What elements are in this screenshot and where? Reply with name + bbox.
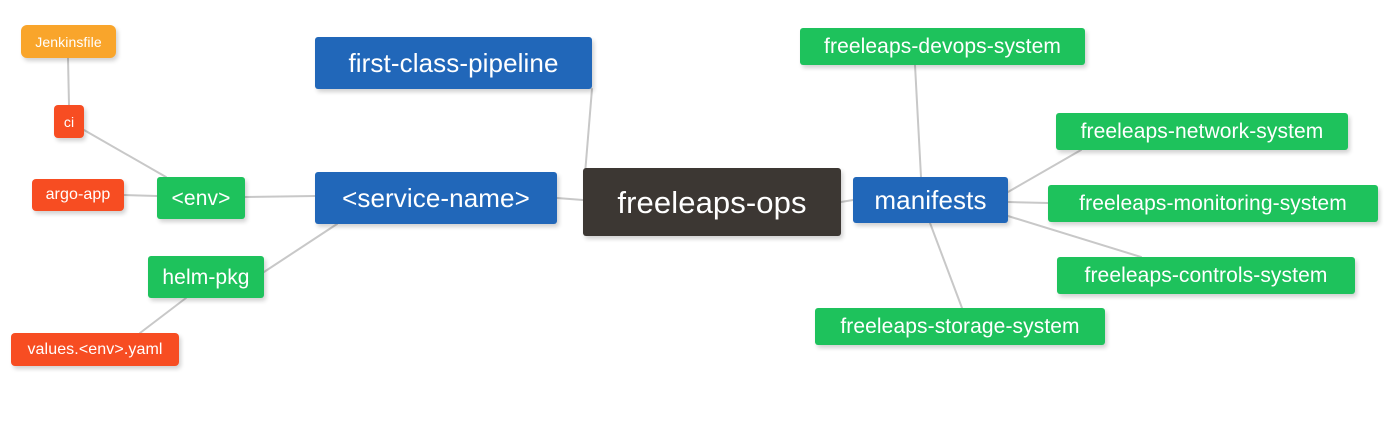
node-values-env-yaml[interactable]: values.<env>.yaml [11, 333, 179, 366]
node-manifests[interactable]: manifests [853, 177, 1008, 223]
node-argo-app[interactable]: argo-app [32, 179, 124, 211]
node-label-freeleaps-storage-system: freeleaps-storage-system [840, 315, 1080, 338]
edge-helm-pkg-to-values-env-yaml [139, 297, 187, 334]
node-ci[interactable]: ci [54, 105, 84, 138]
edge-ci-to-jenkinsfile [67, 57, 70, 106]
node-env[interactable]: <env> [157, 177, 245, 219]
edge-manifests-to-freeleaps-storage-system [929, 222, 963, 309]
node-label-freeleaps-devops-system: freeleaps-devops-system [824, 35, 1061, 58]
edge-service-name-to-env [244, 195, 316, 198]
node-first-class-pipeline[interactable]: first-class-pipeline [315, 37, 592, 89]
node-freeleaps-ops[interactable]: freeleaps-ops [583, 168, 841, 236]
node-label-freeleaps-monitoring-system: freeleaps-monitoring-system [1079, 192, 1347, 215]
node-label-service-name: <service-name> [342, 183, 530, 213]
node-label-ci: ci [63, 113, 75, 130]
edge-manifests-to-freeleaps-controls-system [1007, 215, 1142, 258]
node-freeleaps-network-system[interactable]: freeleaps-network-system [1056, 113, 1348, 150]
edge-freeleaps-ops-to-first-class-pipeline [584, 88, 593, 175]
node-label-manifests: manifests [874, 185, 987, 215]
node-label-argo-app: argo-app [45, 186, 111, 203]
node-label-jenkinsfile: Jenkinsfile [35, 33, 102, 50]
node-label-helm-pkg: helm-pkg [162, 265, 250, 289]
edge-env-to-argo-app [123, 194, 158, 197]
node-label-values-env-yaml: values.<env>.yaml [27, 340, 163, 358]
node-jenkinsfile[interactable]: Jenkinsfile [21, 25, 116, 58]
node-freeleaps-devops-system[interactable]: freeleaps-devops-system [800, 28, 1085, 65]
node-service-name[interactable]: <service-name> [315, 172, 557, 224]
node-freeleaps-monitoring-system[interactable]: freeleaps-monitoring-system [1048, 185, 1378, 222]
node-freeleaps-storage-system[interactable]: freeleaps-storage-system [815, 308, 1105, 345]
node-label-env: <env> [171, 186, 231, 210]
edge-manifests-to-freeleaps-monitoring-system [1007, 201, 1049, 204]
edge-freeleaps-ops-to-manifests [840, 199, 854, 203]
edge-manifests-to-freeleaps-devops-system [914, 64, 922, 178]
node-label-freeleaps-controls-system: freeleaps-controls-system [1084, 264, 1328, 287]
node-helm-pkg[interactable]: helm-pkg [148, 256, 264, 298]
node-freeleaps-controls-system[interactable]: freeleaps-controls-system [1057, 257, 1355, 294]
node-label-freeleaps-ops: freeleaps-ops [617, 184, 807, 220]
edge-env-to-ci [83, 129, 167, 178]
edge-service-name-to-helm-pkg [263, 223, 338, 273]
node-label-freeleaps-network-system: freeleaps-network-system [1080, 120, 1324, 143]
edge-freeleaps-ops-to-service-name [556, 197, 584, 201]
node-label-first-class-pipeline: first-class-pipeline [348, 48, 559, 78]
